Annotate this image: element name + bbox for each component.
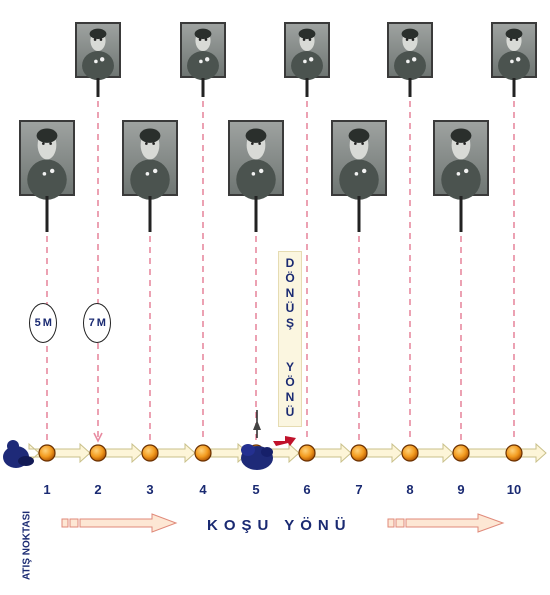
turn-label-letter: N	[285, 286, 295, 300]
station-number: 6	[303, 482, 311, 497]
target-lines	[46, 101, 515, 443]
turn-label-letter: Ü	[285, 301, 295, 315]
target-silhouette-photo	[491, 22, 537, 97]
track-arrow-segment	[314, 442, 352, 464]
target-silhouette-photo	[387, 22, 433, 97]
target-silhouette-photo	[75, 22, 121, 97]
shooter-figure-icon	[3, 440, 34, 468]
track-arrow-segment	[366, 442, 403, 464]
target-silhouette-photo	[122, 120, 178, 232]
running-direction-arrow-icon	[61, 513, 178, 533]
target-silhouette-photo	[284, 22, 330, 97]
station-number: 2	[94, 482, 102, 497]
distance-marker-5m: 5 M	[29, 303, 57, 343]
track-arrows	[28, 442, 547, 464]
turn-label-letter: D	[285, 256, 295, 270]
station-ball-marker	[505, 444, 523, 462]
turn-label-letter: Ş	[285, 316, 294, 330]
running-direction-arrow-icon	[387, 513, 505, 533]
station-number: 7	[355, 482, 363, 497]
station-ball-marker	[38, 444, 56, 462]
turn-label-letter: N	[285, 390, 295, 404]
turn-label-letter: Ö	[285, 271, 295, 285]
station-number: 4	[199, 482, 207, 497]
station-number: 3	[146, 482, 154, 497]
turn-label-letter: Y	[285, 360, 294, 374]
station-number: 5	[252, 482, 260, 497]
station-ball-marker	[350, 444, 368, 462]
target-silhouette-photo	[180, 22, 226, 97]
target-silhouette-photo	[331, 120, 387, 232]
shooting-point-label: ATIŞ NOKTASI	[21, 510, 33, 581]
track-arrow-segment	[157, 442, 196, 464]
turn-label-letter: Ü	[285, 405, 295, 419]
arrowhead-icon	[93, 432, 103, 443]
station-ball-marker	[298, 444, 316, 462]
station-ball-marker	[401, 444, 419, 462]
station-number: 10	[506, 482, 522, 497]
target-photos	[19, 22, 537, 232]
track-arrow-segment	[105, 442, 143, 464]
track-arrow-segment	[54, 442, 91, 464]
target-silhouette-photo	[19, 120, 75, 232]
running-direction-label: KOŞU YÖNÜ	[207, 517, 352, 534]
station-ball-marker	[89, 444, 107, 462]
station-number: 1	[43, 482, 51, 497]
station-ball-marker	[141, 444, 159, 462]
turn-arrow-icon	[273, 436, 296, 446]
station-number: 8	[406, 482, 414, 497]
target-silhouette-photo	[228, 120, 284, 232]
target-silhouette-photo	[433, 120, 489, 232]
station-ball-marker	[194, 444, 212, 462]
turn-label-letter: Ö	[285, 375, 295, 389]
track-arrow-segment	[417, 442, 454, 464]
shooter-figure-icon	[241, 410, 273, 470]
station-number: 9	[457, 482, 465, 497]
distance-marker-7m: 7 M	[83, 303, 111, 343]
station-ball-marker	[452, 444, 470, 462]
